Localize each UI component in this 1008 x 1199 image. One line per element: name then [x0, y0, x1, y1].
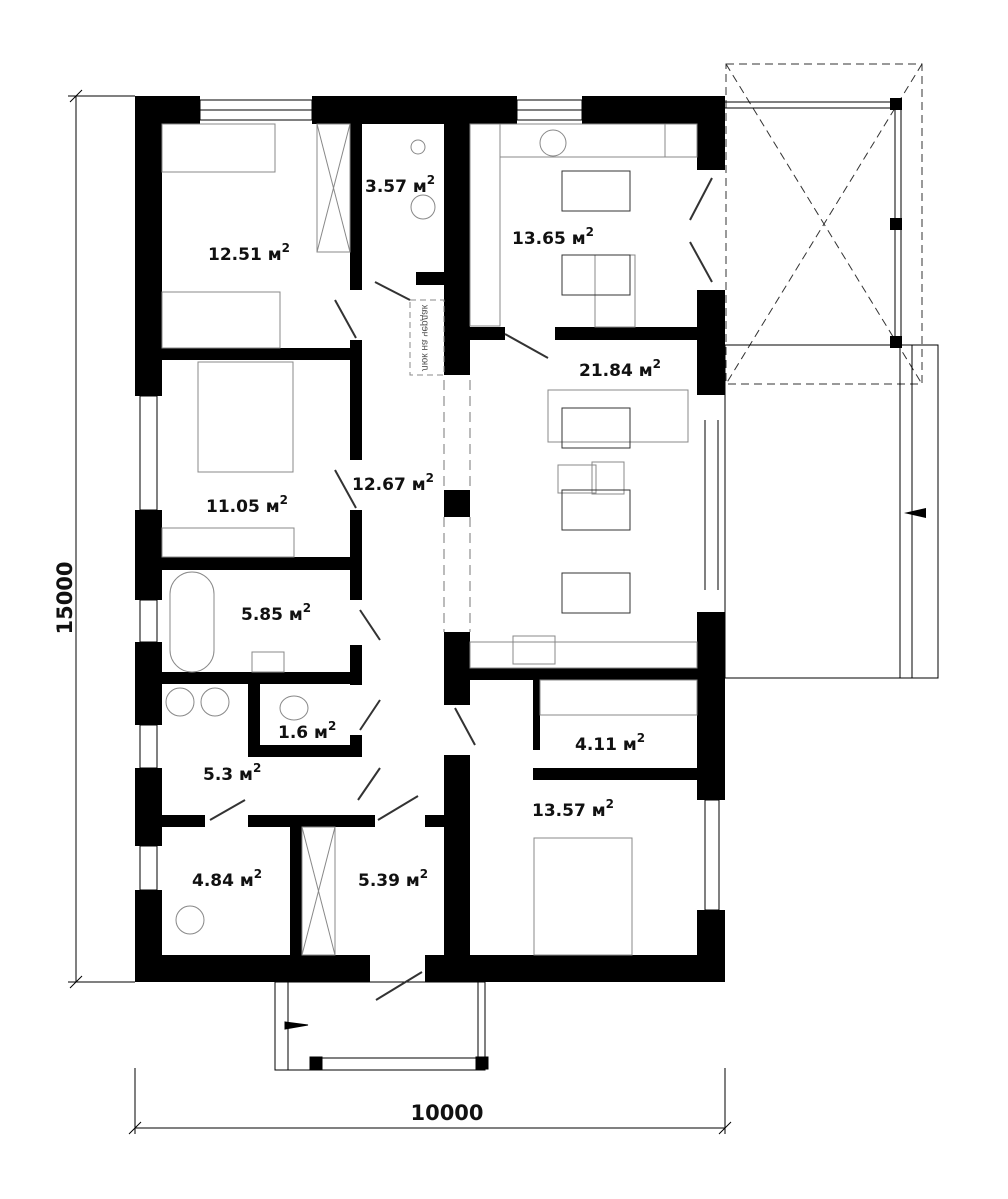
attic-hatch: люк на чердак — [409, 299, 445, 376]
windows — [139, 99, 720, 911]
dining-tables — [561, 170, 631, 614]
room-label-bathroom-small: 3.57 м2 — [365, 173, 435, 197]
room-label-kitchen: 13.65 м2 — [512, 225, 594, 249]
room-label-bathroom: 5.85 м2 — [241, 601, 311, 625]
room-labels: 12.51 м2 3.57 м2 13.65 м2 21.84 м2 12.67… — [192, 173, 661, 891]
room-label-storage: 4.11 м2 — [575, 731, 645, 755]
room-label-hall: 12.67 м2 — [352, 471, 434, 495]
terrace — [724, 63, 939, 679]
height-dimension-label: 15000 — [53, 561, 77, 634]
room-label-entry: 5.39 м2 — [358, 867, 428, 891]
doors — [209, 177, 713, 1001]
width-dimension-label: 10000 — [410, 1101, 483, 1125]
porch — [274, 981, 489, 1071]
dimension-height — [68, 89, 135, 989]
room-label-living: 21.84 м2 — [579, 357, 661, 381]
dimension-width — [128, 1068, 732, 1135]
room-label-boiler: 4.84 м2 — [192, 867, 262, 891]
room-label-wc: 1.6 м2 — [278, 719, 336, 743]
furniture — [161, 123, 698, 956]
attic-hatch-label: люк на чердак — [419, 304, 430, 371]
room-label-bedroom-3: 13.57 м2 — [532, 797, 614, 821]
room-label-laundry: 5.3 м2 — [203, 761, 261, 785]
exterior-walls — [135, 96, 725, 982]
interior-walls — [162, 124, 697, 955]
room-label-bedroom-2: 11.05 м2 — [206, 493, 288, 517]
room-label-bedroom-1: 12.51 м2 — [208, 241, 290, 265]
wall-openings — [443, 380, 471, 632]
